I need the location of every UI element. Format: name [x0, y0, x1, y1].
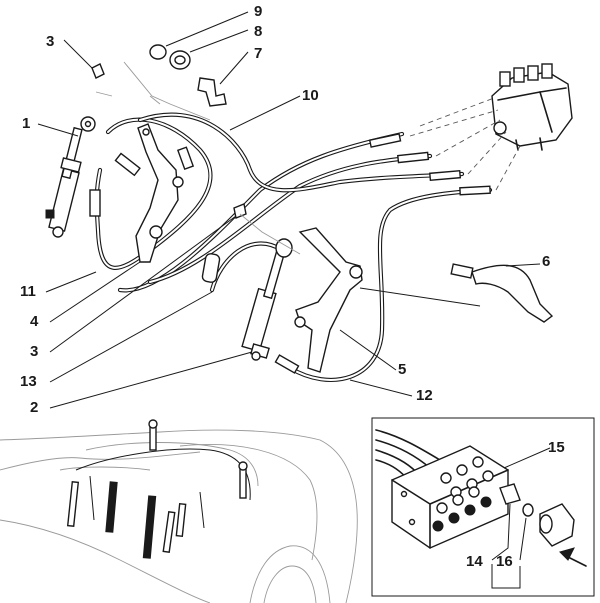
- callout-16: 16: [496, 553, 513, 570]
- hydraulic-pump-unit: [491, 63, 573, 151]
- connector-detail-box: [371, 417, 595, 597]
- callout-14: 14: [466, 553, 483, 570]
- callout-4: 4: [30, 313, 39, 330]
- leader-lines: [37, 11, 541, 409]
- bracket-right: [294, 227, 363, 373]
- callout-7: 7: [254, 45, 262, 62]
- callout-3-lower: 3: [30, 343, 38, 360]
- context-outline: [95, 61, 301, 255]
- hydraulic-cylinder-left: [45, 116, 96, 238]
- callout-labels: 1 2 3 3 4 5 6 7 8 9 10 11 12 13 14 15 16: [20, 3, 565, 570]
- bracket-left: [135, 123, 184, 263]
- callout-8: 8: [254, 23, 262, 40]
- car-context-view: [0, 419, 358, 603]
- callout-6: 6: [542, 253, 550, 270]
- hose-end-fittings: [89, 133, 491, 374]
- small-parts-group: [91, 44, 247, 219]
- callout-3-top: 3: [46, 33, 54, 50]
- callout-9: 9: [254, 3, 262, 20]
- callout-13: 13: [20, 373, 37, 390]
- callout-11: 11: [20, 283, 36, 300]
- hydraulic-cylinder-center: [241, 238, 293, 361]
- callout-10: 10: [302, 87, 319, 104]
- callout-12: 12: [416, 387, 433, 404]
- callout-15: 15: [548, 439, 565, 456]
- callout-1: 1: [22, 115, 30, 132]
- connection-guide-lines: [409, 97, 521, 191]
- callout-2: 2: [30, 399, 38, 416]
- return-hose-part: [450, 263, 554, 323]
- callout-5: 5: [398, 361, 406, 378]
